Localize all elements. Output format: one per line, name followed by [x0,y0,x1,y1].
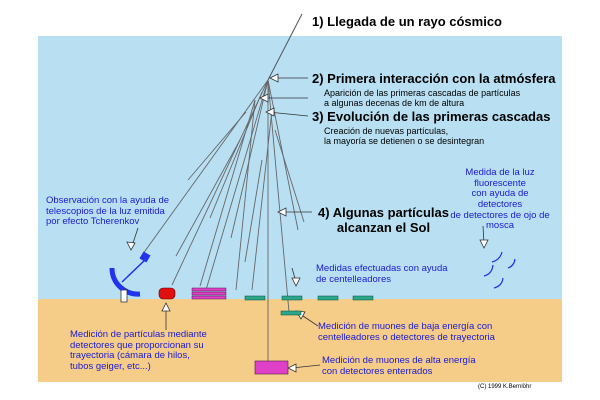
high-energy-muons-annotation: Medición de muones de alta energía con d… [322,355,476,377]
stage-2-title: 2) Primera interacción con la atmósfera [312,71,556,86]
buried-muon-detector [254,360,289,375]
stage-2-description: Aparición de las primeras cascadas de pa… [324,88,521,109]
sky [38,36,562,299]
stage-4-title: 4) Algunas partículas alcanzan el Sol [318,205,449,235]
fluorescence-light-marks [483,251,516,289]
fluorescence-annotation: Medida de la luz fluorescente con ayuda … [450,167,550,232]
shower-tracks [139,79,305,362]
tracking-detectors-annotation: Medición de partículas mediante detector… [70,329,207,372]
magenta-surface-detector [191,287,227,300]
cherenkov-annotation: Observación con la ayuda de telescopios … [46,195,170,228]
stage-1-title: 1) Llegada de un rayo cósmico [312,14,502,29]
cosmic-ray-track [267,13,303,81]
stage-3-title: 3) Evolución de las primeras cascadas [312,109,551,124]
low-energy-muons-annotation: Medición de muones de baja energía con c… [318,321,495,343]
stage-3-description: Creación de nuevas partículas, la mayorí… [324,126,485,147]
cherenkov-telescope [109,251,151,303]
red-tracking-detector [158,287,176,300]
scintillator-array [244,295,374,316]
pointer-arrows [126,73,489,373]
scintillators-annotation: Medidas efectuadas con ayuda de centelle… [316,263,448,285]
copyright-credit: (C) 1999 K.Bernlöhr [478,384,532,390]
